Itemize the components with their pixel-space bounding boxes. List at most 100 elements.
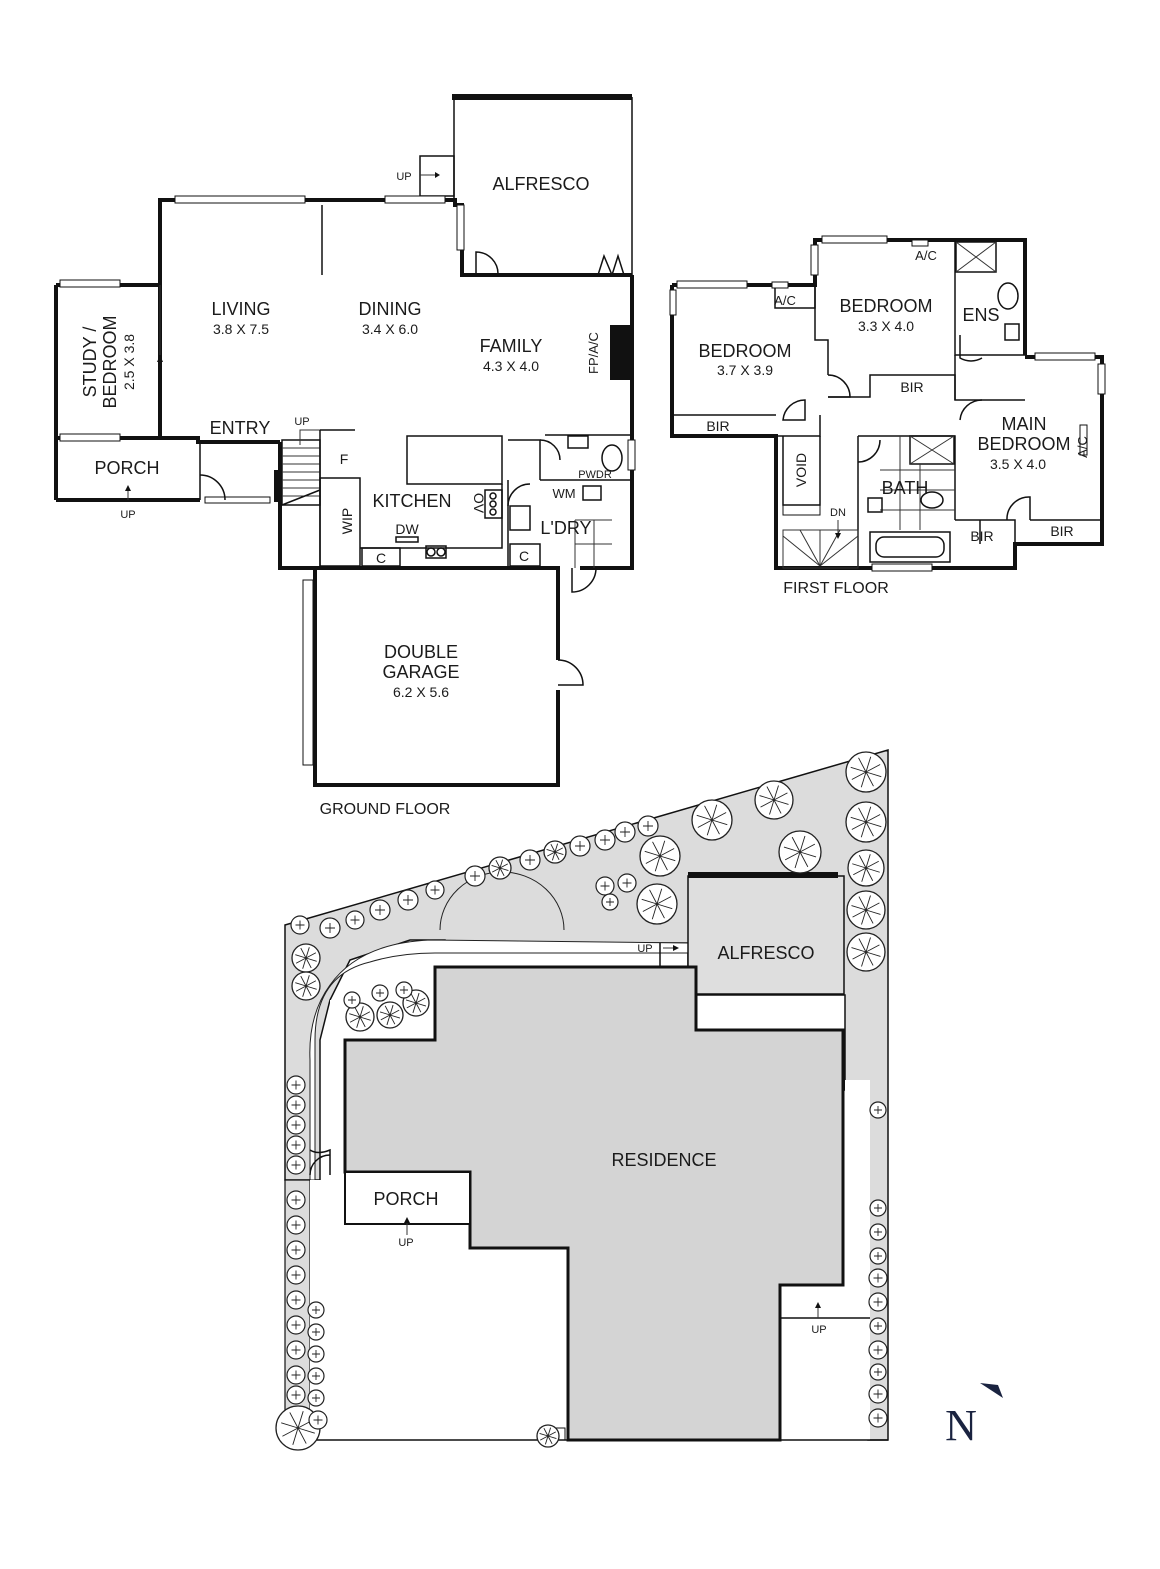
trees xyxy=(275,751,888,1451)
window xyxy=(821,235,888,244)
site-plan xyxy=(275,749,889,1451)
tree-icon xyxy=(307,1367,325,1385)
main-bedroom-bir-label: BIR xyxy=(1050,523,1073,539)
garage-door xyxy=(302,579,314,766)
garage-size: 6.2 X 5.6 xyxy=(393,684,449,700)
fridge-label: F xyxy=(340,451,349,467)
window xyxy=(59,433,121,442)
tree-icon xyxy=(488,856,512,880)
site-alfresco-up-label: UP xyxy=(637,943,652,955)
bedroom3-bir-label: BIR xyxy=(900,379,923,395)
window xyxy=(204,496,271,504)
laundry-label: L'DRY xyxy=(540,518,591,538)
north-arrow: N xyxy=(945,1383,1003,1450)
tree-icon xyxy=(869,1317,887,1335)
tree-icon xyxy=(286,1340,306,1360)
family-size: 4.3 X 4.0 xyxy=(483,358,539,374)
bedroom3-ac-label: A/C xyxy=(915,248,937,263)
bedroom3-label: BEDROOM xyxy=(839,296,932,316)
first-floor-labels: BEDROOM 3.7 X 3.9 A/C BIR BEDROOM 3.3 X … xyxy=(698,248,1090,597)
bath-label: BATH xyxy=(882,478,929,498)
north-label: N xyxy=(945,1401,977,1450)
porch-up-label: UP xyxy=(120,509,135,521)
tree-icon xyxy=(286,1215,306,1235)
ground-stairs xyxy=(281,429,321,506)
tree-icon xyxy=(869,1247,887,1265)
bedroom2-bir-label: BIR xyxy=(706,418,729,434)
tree-icon xyxy=(868,1384,888,1404)
tree-icon xyxy=(614,821,636,843)
residence-label: RESIDENCE xyxy=(611,1150,716,1170)
main-bedroom-size: 3.5 X 4.0 xyxy=(990,456,1046,472)
tree-icon xyxy=(519,849,541,871)
window xyxy=(1034,352,1096,361)
tree-icon xyxy=(569,835,591,857)
tree-icon xyxy=(345,910,365,930)
tree-icon xyxy=(286,1190,306,1210)
kitchen-island xyxy=(406,435,503,485)
tree-icon xyxy=(464,865,486,887)
tree-icon xyxy=(869,1199,887,1217)
window xyxy=(871,563,933,572)
tree-icon xyxy=(845,751,887,793)
tree-icon xyxy=(868,1268,888,1288)
living-label: LIVING xyxy=(211,299,270,319)
tree-icon xyxy=(846,932,886,972)
tree-icon xyxy=(286,1315,306,1335)
bedroom2-ac-label: A/C xyxy=(774,293,796,308)
tree-icon xyxy=(286,1385,306,1405)
pwdr-label: PWDR xyxy=(578,469,612,481)
tree-icon xyxy=(308,1410,328,1430)
main-bedroom-ac-label: A/C xyxy=(1075,436,1090,458)
tree-icon xyxy=(778,830,822,874)
tree-icon xyxy=(869,1223,887,1241)
tree-icon xyxy=(594,829,616,851)
tree-icon xyxy=(595,876,615,896)
window xyxy=(59,279,121,288)
alfresco-label: ALFRESCO xyxy=(492,174,589,194)
bedroom2-size: 3.7 X 3.9 xyxy=(717,362,773,378)
ground-floor-caption: GROUND FLOOR xyxy=(320,801,451,818)
tree-icon xyxy=(286,1115,306,1135)
tree-icon xyxy=(868,1292,888,1312)
tree-icon xyxy=(286,1240,306,1260)
tree-icon xyxy=(637,815,659,837)
site-plan-labels: ALFRESCO UP RESIDENCE PORCH UP UP xyxy=(373,943,826,1336)
porch-label: PORCH xyxy=(94,458,159,478)
tree-icon xyxy=(286,1135,306,1155)
tree-icon xyxy=(543,840,567,864)
tree-icon xyxy=(868,1340,888,1360)
tree-icon xyxy=(847,849,885,887)
first-floor-plan xyxy=(669,235,1106,572)
tree-icon xyxy=(286,1075,306,1095)
tree-icon xyxy=(846,890,886,930)
tree-icon xyxy=(636,883,678,925)
main-bedroom-label-line2: BEDROOM xyxy=(977,434,1070,454)
site-porch-label: PORCH xyxy=(373,1189,438,1209)
window xyxy=(1097,363,1106,395)
window xyxy=(456,204,465,251)
cupboard-label: C xyxy=(376,550,386,566)
tree-icon xyxy=(286,1265,306,1285)
tree-icon xyxy=(371,984,389,1002)
tree-icon xyxy=(291,943,321,973)
tree-icon xyxy=(369,899,391,921)
tree-icon xyxy=(617,873,637,893)
tree-icon xyxy=(307,1345,325,1363)
site-alfresco-label: ALFRESCO xyxy=(717,943,814,963)
first-floor-stairs xyxy=(782,520,859,569)
dw-label: DW xyxy=(395,521,419,537)
entry-up-label: UP xyxy=(294,416,309,428)
tree-icon xyxy=(395,981,413,999)
tree-icon xyxy=(639,835,681,877)
oven-label: OV xyxy=(471,493,487,514)
cupboard-label: C xyxy=(519,548,529,564)
study-size: 2.5 X 3.8 xyxy=(121,334,137,390)
dining-label: DINING xyxy=(359,299,422,319)
site-porch-up-label: UP xyxy=(398,1237,413,1249)
window xyxy=(676,280,748,289)
main-bedroom-label-line1: MAIN xyxy=(1002,414,1047,434)
tree-icon xyxy=(307,1323,325,1341)
living-size: 3.8 X 7.5 xyxy=(213,321,269,337)
